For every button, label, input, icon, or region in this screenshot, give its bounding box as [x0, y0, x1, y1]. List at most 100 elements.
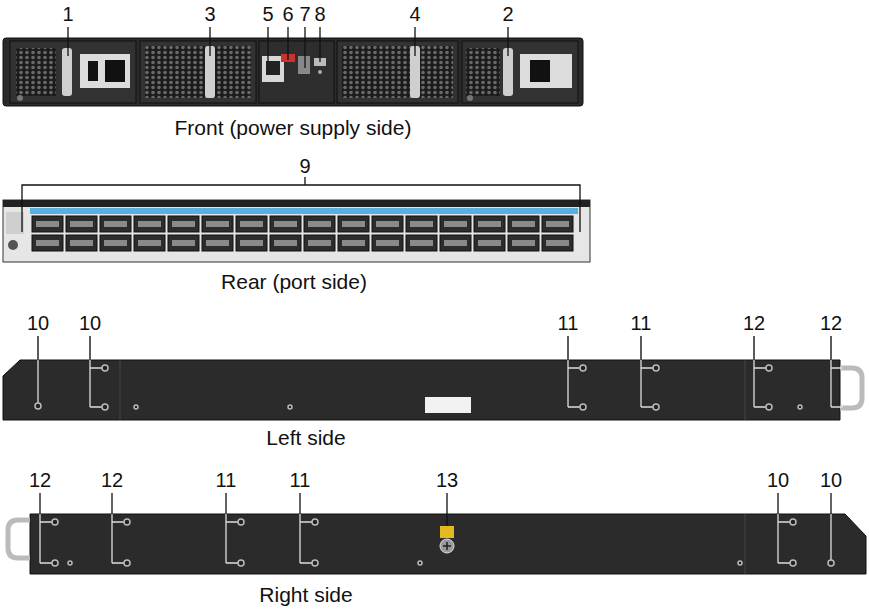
- right-side-panel: [443, 542, 451, 550]
- leader-line: [414, 27, 415, 56]
- port-cages: [508, 235, 539, 251]
- power-module: [88, 61, 98, 81]
- screw: [102, 404, 108, 410]
- screw: [653, 404, 659, 410]
- screw: [52, 519, 58, 525]
- power-module: [17, 95, 23, 101]
- screw: [828, 560, 834, 566]
- bracket: [22, 185, 580, 232]
- leader-line: [40, 493, 831, 526]
- rear-panel: [3, 200, 590, 207]
- power-module: [105, 60, 125, 82]
- leader-line: [112, 514, 124, 563]
- callout-number: 11: [216, 470, 237, 490]
- callout-number: 11: [290, 470, 311, 490]
- port-cages: [66, 235, 97, 251]
- right-side-panel: [8, 520, 30, 558]
- screw: [124, 560, 130, 566]
- callout-number: 2: [502, 4, 513, 24]
- management-ports: [298, 56, 310, 74]
- front-panel: [3, 38, 583, 106]
- leader-line: [319, 27, 320, 62]
- fan-module: [145, 46, 251, 98]
- screw: [35, 403, 41, 409]
- callout-number: 6: [282, 4, 293, 24]
- leader-line: [568, 336, 580, 407]
- power-module: [462, 41, 578, 103]
- right-side-panel: [745, 514, 746, 574]
- leader-line: [287, 27, 288, 60]
- leader-line: [778, 514, 790, 563]
- port-cages: [512, 240, 535, 246]
- port-cages: [32, 216, 63, 232]
- screw: [288, 405, 292, 409]
- callout-number: 4: [409, 4, 420, 24]
- port-cages: [474, 216, 505, 232]
- leader-line: [507, 27, 508, 56]
- leader-line: [40, 493, 831, 526]
- screw: [124, 519, 130, 525]
- rear-panel: [8, 240, 18, 250]
- management-ports: [262, 56, 284, 82]
- power-module: [62, 48, 72, 96]
- callout-number: 5: [262, 4, 273, 24]
- port-cages: [304, 216, 335, 232]
- callout-number: 12: [29, 470, 51, 490]
- power-module: [466, 48, 500, 96]
- screw: [238, 560, 244, 566]
- port-cages: [474, 235, 505, 251]
- front-panel: [3, 38, 583, 106]
- screw: [766, 404, 772, 410]
- port-cages: [240, 240, 263, 246]
- screw: [580, 404, 586, 410]
- port-cages: [372, 216, 403, 232]
- port-cages: [342, 221, 365, 227]
- callout-number: 12: [101, 470, 123, 490]
- screw: [134, 405, 138, 409]
- screw: [766, 365, 772, 371]
- screw: [653, 365, 659, 371]
- power-module: [520, 54, 572, 88]
- port-cages: [338, 235, 369, 251]
- right-side-panel: [8, 514, 866, 574]
- port-cages: [308, 221, 331, 227]
- right-side-panel: [440, 539, 454, 553]
- management-ports: [259, 41, 334, 103]
- port-cages: [32, 235, 63, 251]
- callout-number: 11: [558, 313, 579, 333]
- view-caption: Rear (port side): [221, 271, 367, 292]
- callout-number: 1: [62, 4, 73, 24]
- port-cages: [376, 240, 399, 246]
- management-ports: [259, 41, 334, 103]
- callout-number: 13: [436, 470, 458, 490]
- port-cages: [546, 240, 569, 246]
- port-cages: [440, 235, 471, 251]
- fan-module: [140, 41, 256, 103]
- screw: [312, 560, 318, 566]
- port-cages: [274, 221, 297, 227]
- rear-panel: [30, 208, 578, 214]
- port-cages: [478, 221, 501, 227]
- callout-number: 3: [204, 4, 215, 24]
- port-cages: [342, 240, 365, 246]
- leader-line: [38, 336, 843, 407]
- port-cages: [168, 235, 199, 251]
- port-cages: [546, 221, 569, 227]
- screw: [312, 519, 318, 525]
- port-cages: [66, 216, 97, 232]
- callout-number: 11: [631, 313, 652, 333]
- left-side-panel: [120, 360, 745, 420]
- screw: [68, 561, 72, 565]
- view-caption: Right side: [259, 584, 352, 605]
- rear-panel: [6, 212, 24, 234]
- leader-line: [209, 27, 210, 56]
- port-cages: [172, 221, 195, 227]
- left-side-panel: [425, 397, 471, 413]
- screw: [35, 365, 802, 410]
- power-module: [80, 54, 130, 88]
- port-cages: [512, 221, 535, 227]
- port-cages: [206, 240, 229, 246]
- port-cages: [172, 240, 195, 246]
- callout-number: 8: [314, 4, 325, 24]
